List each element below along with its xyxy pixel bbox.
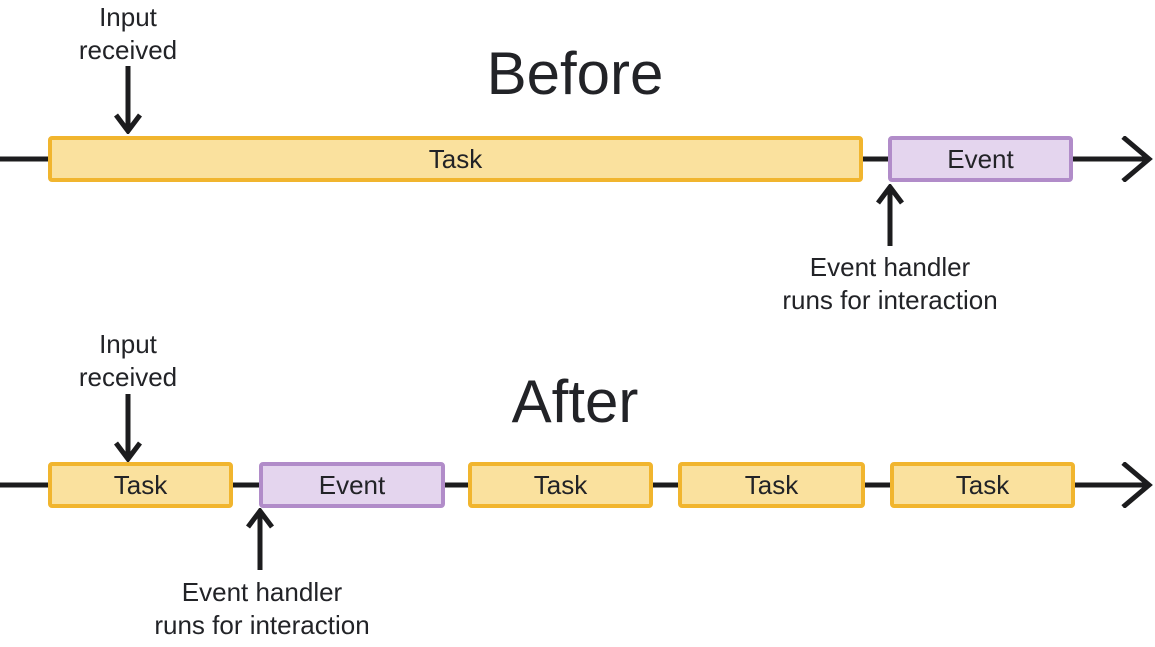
after-timeline: Task Event Task Task Task bbox=[0, 462, 1155, 508]
task-bar: Task bbox=[890, 462, 1075, 508]
task-bar: Task bbox=[468, 462, 653, 508]
down-arrow-icon bbox=[114, 394, 142, 462]
event-handler-label: Event handler runs for interaction bbox=[740, 251, 1040, 317]
task-bar: Task bbox=[48, 462, 233, 508]
event-handler-line2: runs for interaction bbox=[154, 610, 370, 640]
input-received-line1: Input bbox=[99, 329, 157, 359]
up-arrow-icon bbox=[246, 508, 274, 570]
up-arrow-icon bbox=[876, 184, 904, 246]
input-received-label: Input received bbox=[28, 328, 228, 394]
down-arrow-icon bbox=[114, 66, 142, 134]
event-handler-label: Event handler runs for interaction bbox=[102, 576, 422, 642]
before-timeline: Task Event bbox=[0, 136, 1155, 182]
event-handler-line2: runs for interaction bbox=[782, 285, 998, 315]
input-received-label: Input received bbox=[28, 1, 228, 67]
input-received-line2: received bbox=[78, 362, 178, 392]
after-title: After bbox=[511, 368, 639, 435]
event-bar: Event bbox=[259, 462, 445, 508]
event-handler-line1: Event handler bbox=[181, 577, 343, 607]
task-bar: Task bbox=[678, 462, 865, 508]
input-received-line1: Input bbox=[99, 2, 157, 32]
before-title: Before bbox=[486, 40, 664, 107]
event-bar: Event bbox=[888, 136, 1073, 182]
input-received-line2: received bbox=[78, 35, 178, 65]
event-handler-line1: Event handler bbox=[809, 252, 971, 282]
task-bar: Task bbox=[48, 136, 863, 182]
